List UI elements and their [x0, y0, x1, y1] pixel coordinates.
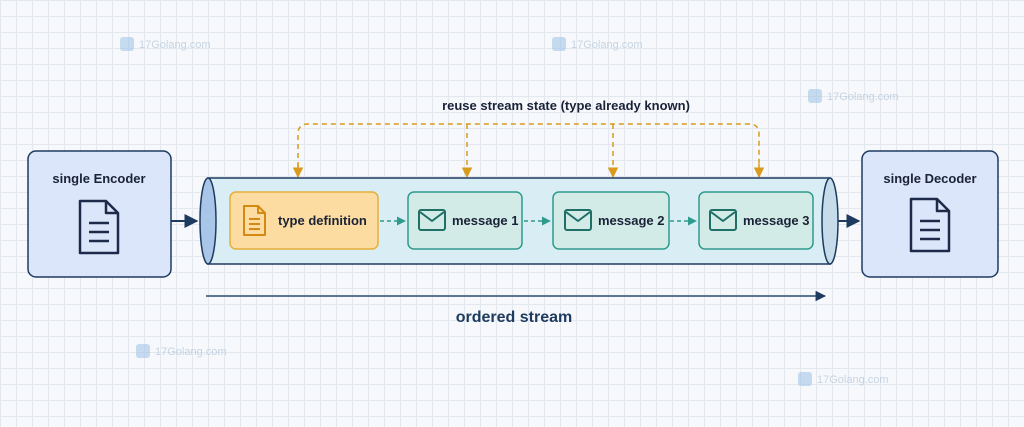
- message-box: message 1: [407, 191, 523, 250]
- ordered-stream-label: ordered stream: [456, 309, 573, 326]
- svg-text:17Golang.com: 17Golang.com: [139, 39, 211, 51]
- message-label: message 2: [598, 213, 665, 228]
- envelope-icon: [709, 209, 737, 231]
- watermark: 17Golang.com: [798, 372, 889, 386]
- reuse-arc: [297, 123, 760, 176]
- svg-text:17Golang.com: 17Golang.com: [817, 374, 889, 386]
- envelope-icon: [418, 209, 446, 231]
- message-box: message 3: [698, 191, 814, 250]
- watermark: 17Golang.com: [120, 37, 211, 51]
- envelope-icon: [564, 209, 592, 231]
- reuse-label: reuse stream state (type already known): [442, 98, 690, 113]
- document-icon: [78, 199, 120, 255]
- watermark: 17Golang.com: [808, 89, 899, 103]
- message-box: message 2: [552, 191, 670, 250]
- svg-text:17Golang.com: 17Golang.com: [155, 346, 227, 358]
- watermark: 17Golang.com: [552, 37, 643, 51]
- document-icon: [909, 197, 951, 253]
- watermark: 17Golang.com: [136, 344, 227, 358]
- document-icon: [243, 205, 266, 236]
- encoder-node: single Encoder: [27, 150, 172, 278]
- type-definition-box: type definition: [229, 191, 379, 250]
- decoder-label: single Decoder: [883, 171, 976, 186]
- decoder-node: single Decoder: [861, 150, 999, 278]
- svg-text:17Golang.com: 17Golang.com: [827, 91, 899, 103]
- message-label: message 1: [452, 213, 519, 228]
- message-label: message 3: [743, 213, 810, 228]
- svg-text:17Golang.com: 17Golang.com: [571, 39, 643, 51]
- type-definition-label: type definition: [278, 213, 367, 228]
- encoder-label: single Encoder: [52, 171, 145, 186]
